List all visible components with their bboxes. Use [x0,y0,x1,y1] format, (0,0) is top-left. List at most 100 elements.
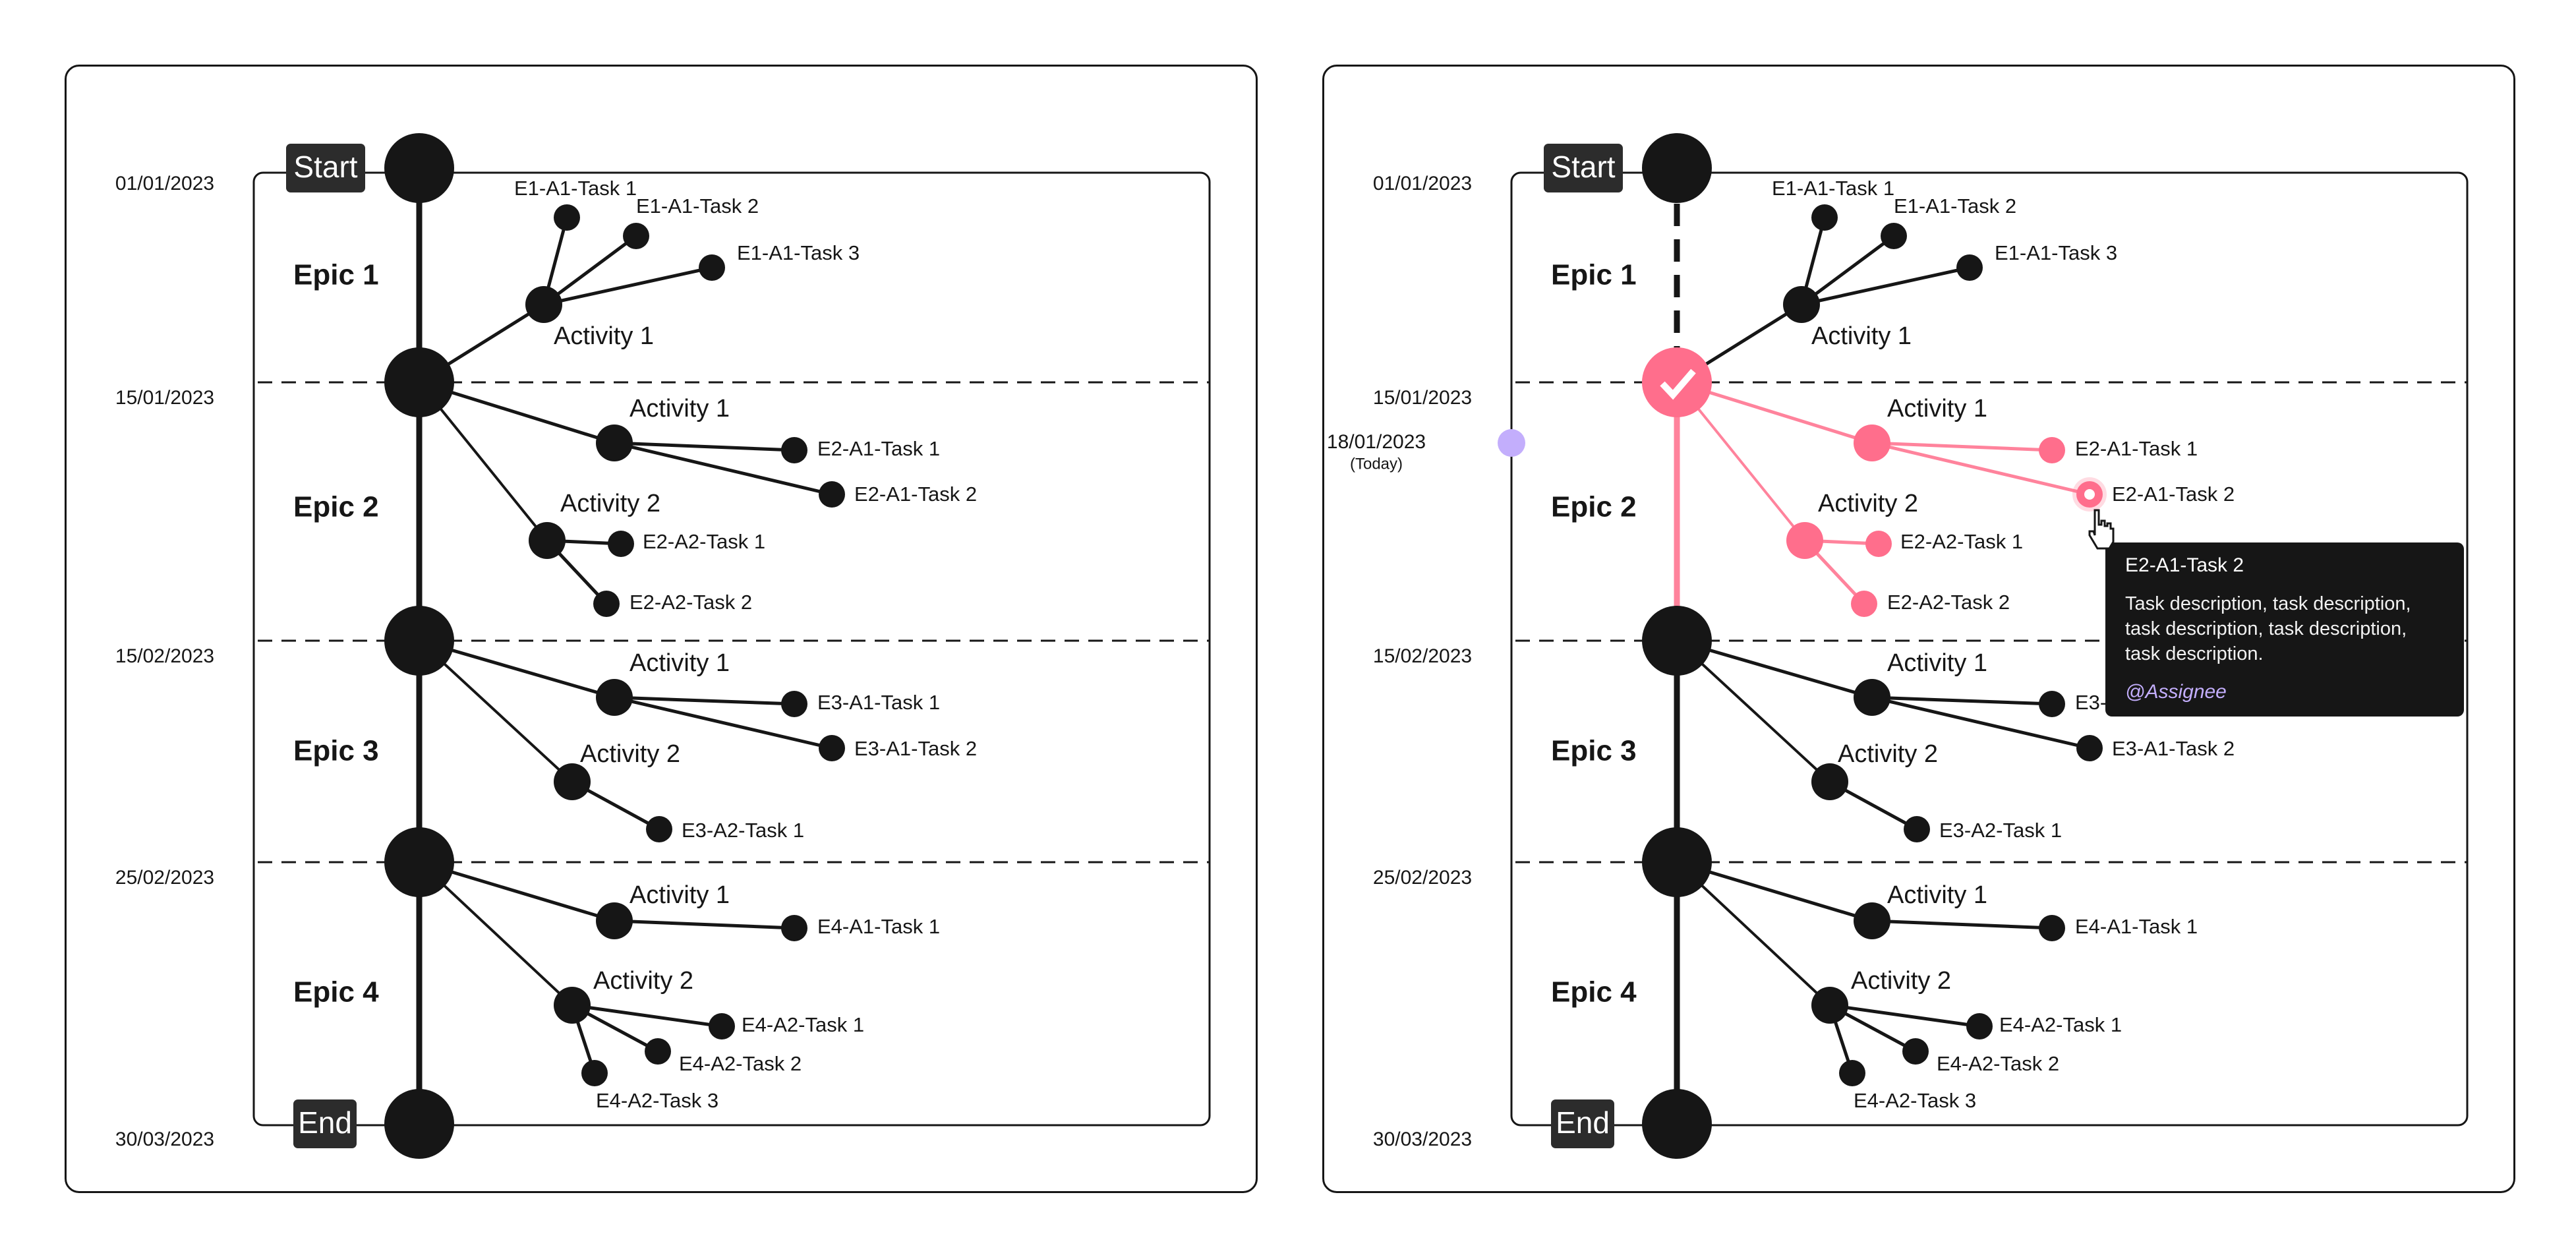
task-node[interactable] [1904,816,1930,842]
task-node[interactable] [2039,915,2065,941]
end-pill[interactable] [293,1099,357,1148]
milestone-node[interactable] [384,1089,454,1159]
task-label: E3-A2-Task 1 [1939,819,2062,842]
activity-node[interactable] [1854,425,1890,461]
task-label: E1-A1-Task 2 [636,194,759,218]
activity-node[interactable] [525,286,562,323]
activity-label: Activity 1 [1887,395,1987,423]
activity-node[interactable] [1854,902,1890,939]
task-label: E1-A1-Task 2 [1894,194,2016,218]
activity-label: Activity 1 [629,649,730,677]
activity-label: Activity 1 [1887,649,1987,677]
timeline-frame [1510,171,2469,1127]
task-node[interactable] [781,691,807,717]
task-node[interactable] [623,223,649,249]
task-node[interactable] [1839,1060,1865,1086]
activity-node[interactable] [1783,286,1820,323]
task-label: E1-A1-Task 3 [737,241,860,264]
epic-label: Epic 1 [1551,259,1637,291]
end-pill-label: End [1556,1105,1610,1140]
task-label: E4-A1-Task 1 [2075,915,2198,938]
task-connector [1801,266,1970,307]
start-pill[interactable] [286,144,365,192]
activity-node[interactable] [1811,987,1848,1024]
milestone-date-label: 30/03/2023 [1373,1128,1472,1150]
milestone-node[interactable] [384,347,454,417]
timeline-panel-default [65,65,1258,1193]
task-node[interactable] [781,437,807,463]
milestone-date-label: 15/02/2023 [115,645,214,667]
task-label: E1-A1-Task 3 [1995,241,2117,264]
milestone-date-label: 25/02/2023 [1373,867,1472,889]
task-node[interactable] [819,481,845,508]
activity-node[interactable] [1854,679,1890,716]
tooltip-assignee[interactable]: @Assignee [2125,681,2227,703]
milestone-node-completed[interactable] [1642,347,1712,417]
task-node[interactable] [1902,1038,1929,1065]
start-pill-label: Start [293,150,357,184]
activity-node[interactable] [554,763,591,800]
task-node[interactable] [646,816,672,842]
task-connector [542,234,637,307]
task-node[interactable] [1881,223,1907,249]
task-node[interactable] [2039,437,2065,463]
activity-node[interactable] [529,522,566,559]
activity-node[interactable] [596,902,633,939]
activity-label: Activity 2 [1838,740,1938,768]
task-connector [1871,695,2053,706]
task-node[interactable] [819,735,845,761]
task-node[interactable] [781,915,807,941]
activity-node[interactable] [596,425,633,461]
task-label: E1-A1-Task 1 [1772,177,1894,200]
milestone-node[interactable] [1642,827,1712,897]
task-label: E3-A1-Task 2 [854,737,977,760]
task-label: E4-A2-Task 2 [1937,1052,2059,1075]
activity-node[interactable] [1811,763,1848,800]
task-label: E2-A2-Task 1 [1900,530,2023,553]
start-pill[interactable] [1544,144,1623,192]
milestone-node[interactable] [1642,606,1712,676]
task-node[interactable] [2076,735,2103,761]
task-node[interactable] [1811,204,1838,231]
task-node[interactable] [2039,691,2065,717]
checkmark-icon [1660,368,1696,400]
task-label: E2-A1-Task 2 [854,483,977,506]
task-node[interactable] [709,1013,735,1039]
task-connector [1800,234,1895,307]
task-node[interactable] [1851,591,1877,617]
task-node[interactable] [554,204,580,231]
task-label: E4-A2-Task 2 [679,1052,802,1075]
task-label: E2-A1-Task 1 [817,437,940,460]
activity-label: Activity 1 [1811,322,1912,350]
milestone-node[interactable] [1642,1089,1712,1159]
task-node[interactable] [1966,1013,1993,1039]
activity-node[interactable] [554,987,591,1024]
activity-label: Activity 1 [629,881,730,909]
milestone-node[interactable] [384,606,454,676]
epic-label: Epic 2 [1551,491,1637,523]
task-node[interactable] [699,254,725,281]
task-node[interactable] [581,1060,608,1086]
hand-pointer-cursor-icon [2088,509,2115,550]
task-node[interactable] [1865,531,1892,557]
task-label: E4-A2-Task 1 [1999,1013,2122,1036]
epic-label: Epic 3 [293,735,379,767]
milestone-node[interactable] [1642,133,1712,203]
task-node[interactable] [593,591,620,617]
milestone-node[interactable] [384,133,454,203]
task-connector [543,266,713,307]
task-node[interactable] [608,531,634,557]
today-caption: (Today) [1350,455,1403,473]
task-node[interactable] [645,1038,671,1065]
milestone-date-label: 15/02/2023 [1373,645,1472,667]
end-pill[interactable] [1551,1099,1614,1148]
epic-label: Epic 2 [293,491,379,523]
activity-label: Activity 1 [629,395,730,423]
task-label: E3-A1-Task 2 [2112,737,2235,760]
task-connector [1871,695,2090,750]
task-node[interactable] [1956,254,1983,281]
milestone-node[interactable] [384,827,454,897]
activity-node[interactable] [1786,522,1823,559]
activity-node[interactable] [596,679,633,716]
